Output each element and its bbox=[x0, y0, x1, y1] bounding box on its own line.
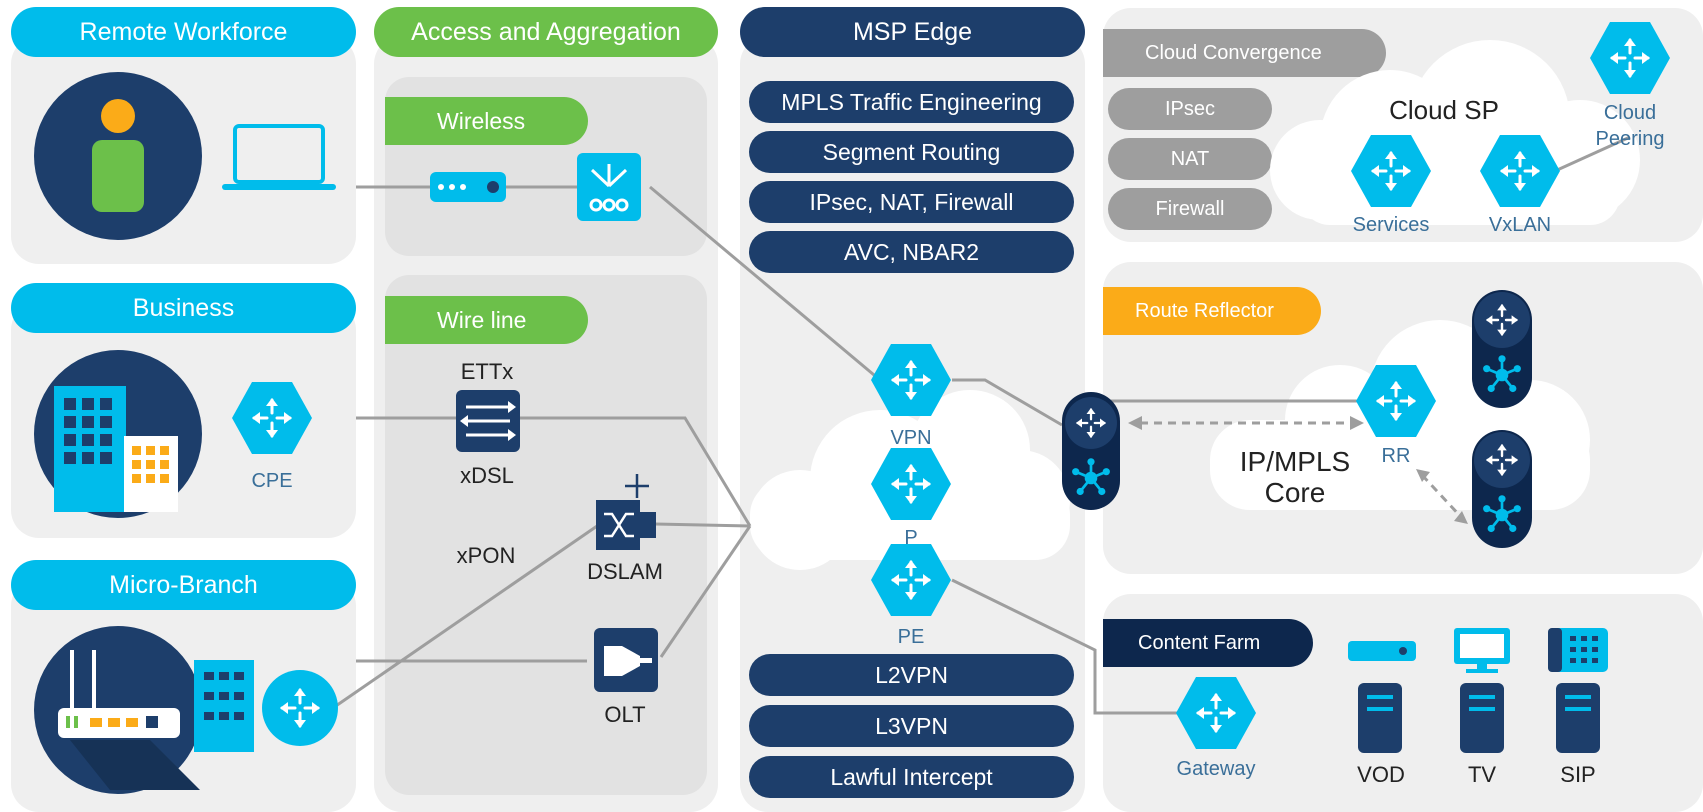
core-stack-icon bbox=[1062, 392, 1120, 510]
laptop-icon bbox=[222, 124, 336, 190]
cloud-peering-router-icon bbox=[1590, 22, 1670, 94]
ettx-switch-icon bbox=[456, 390, 520, 452]
cloud-convergence-item: NAT bbox=[1108, 138, 1272, 180]
wire-line-tab: Wire line bbox=[385, 296, 588, 344]
sip-phone-icon bbox=[1548, 628, 1608, 753]
business-building-avatar bbox=[34, 350, 202, 518]
msp-edge-header: MSP Edge bbox=[740, 7, 1085, 57]
wireless-controller-icon bbox=[577, 153, 641, 221]
tv-label: TV bbox=[1467, 762, 1497, 787]
msp-feature-pill: IPsec, NAT, Firewall bbox=[749, 181, 1074, 223]
sip-label: SIP bbox=[1560, 762, 1596, 787]
vod-label: VOD bbox=[1357, 762, 1405, 787]
cloud-peering-label: Cloud Peering bbox=[1595, 102, 1665, 150]
xpon-label: xPON bbox=[456, 543, 516, 568]
dashed-links bbox=[1140, 421, 1464, 520]
vpn-label: VPN bbox=[890, 427, 932, 449]
content-farm-tab: Content Farm bbox=[1103, 619, 1313, 667]
micro-branch-header: Micro-Branch bbox=[11, 560, 356, 610]
wireless-tab: Wireless bbox=[385, 97, 588, 145]
remote-workforce-header: Remote Workforce bbox=[11, 7, 356, 57]
msp-feature-pill: MPLS Traffic Engineering bbox=[749, 81, 1074, 123]
cloud-convergence-item: Firewall bbox=[1108, 188, 1272, 230]
vxlan-label: VxLAN bbox=[1488, 214, 1552, 236]
msp-service-pill: L3VPN bbox=[749, 705, 1074, 747]
ettx-label: ETTx bbox=[460, 359, 514, 384]
remote-user-avatar bbox=[34, 72, 202, 240]
vod-device-icon bbox=[1348, 641, 1416, 753]
ip-mpls-core-label: IP/MPLS Core bbox=[1239, 446, 1351, 508]
services-label: Services bbox=[1352, 214, 1430, 236]
olt-label: OLT bbox=[604, 702, 646, 727]
cloud-sp-shape bbox=[1270, 40, 1640, 225]
gateway-router-icon bbox=[1176, 677, 1256, 749]
msp-service-pill: Lawful Intercept bbox=[749, 756, 1074, 798]
micro-branch-avatar bbox=[34, 626, 202, 794]
msp-feature-pill: AVC, NBAR2 bbox=[749, 231, 1074, 273]
rr-label: RR bbox=[1381, 445, 1411, 467]
msp-feature-pill: Segment Routing bbox=[749, 131, 1074, 173]
xdsl-label: xDSL bbox=[460, 463, 514, 488]
core-stack-top-icon bbox=[1472, 290, 1532, 408]
cloud-convergence-tab: Cloud Convergence bbox=[1103, 29, 1386, 77]
cpe-router-icon bbox=[232, 382, 312, 454]
msp-service-pill: L2VPN bbox=[749, 654, 1074, 696]
gateway-label: Gateway bbox=[1176, 758, 1256, 780]
route-reflector-tab: Route Reflector bbox=[1103, 287, 1321, 335]
access-point-icon bbox=[430, 172, 506, 202]
cloud-convergence-item: IPsec bbox=[1108, 88, 1272, 130]
business-header: Business bbox=[11, 283, 356, 333]
tv-device-icon bbox=[1454, 628, 1510, 753]
pe-label: PE bbox=[897, 626, 925, 648]
cpe-label: CPE bbox=[251, 470, 293, 492]
cloud-sp-title: Cloud SP bbox=[1389, 95, 1499, 125]
olt-icon bbox=[594, 628, 658, 692]
dslam-icon bbox=[596, 474, 656, 550]
access-aggregation-header: Access and Aggregation bbox=[374, 7, 718, 57]
micro-branch-router-icon bbox=[262, 670, 338, 746]
core-stack-bottom-icon bbox=[1472, 430, 1532, 548]
micro-branch-building-icon bbox=[194, 660, 254, 752]
p-label: P bbox=[904, 527, 918, 549]
dslam-label: DSLAM bbox=[587, 559, 663, 584]
